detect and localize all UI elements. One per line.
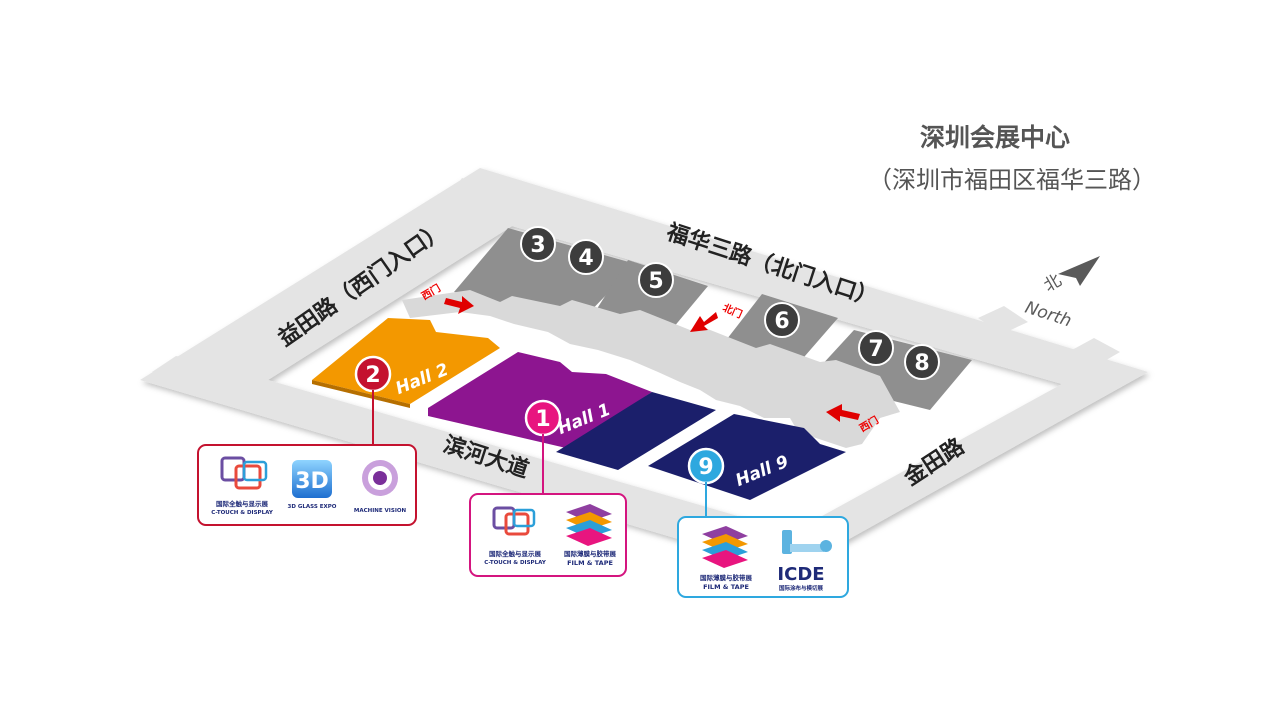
hall-5-number: 5	[648, 269, 663, 294]
venue-title: 深圳会展中心	[920, 123, 1071, 152]
hall-3-number: 3	[530, 233, 545, 258]
hall-7-badge[interactable]: 7	[858, 330, 894, 366]
hall-1-badge[interactable]: 1	[524, 399, 562, 437]
north-compass: 北 North	[1022, 256, 1100, 331]
machine-vision-logo: MACHINE VISION	[354, 460, 407, 514]
hall-2-badge[interactable]: 2	[354, 355, 392, 393]
film-tape-logo: 国际薄膜与胶带展 FILM & TAPE	[700, 526, 753, 591]
venue-address: （深圳市福田区福华三路）	[868, 166, 1156, 194]
compass-en: North	[1022, 298, 1073, 332]
road-stub-e	[1072, 338, 1120, 366]
film-tape-en: FILM & TAPE	[703, 583, 749, 591]
3d-glass-small: 3D GLASS EXPO	[288, 504, 337, 510]
film-tape-en: FILM & TAPE	[567, 559, 613, 567]
icde-logo: ICDE 国际涂布与模切展	[777, 530, 832, 592]
film-tape-cn: 国际薄膜与胶带展	[564, 549, 617, 558]
hall-9-number: 9	[698, 455, 713, 480]
machine-vision-label: MACHINE VISION	[354, 508, 407, 514]
hall-4-number: 4	[578, 246, 593, 271]
hall-3-badge[interactable]: 3	[520, 226, 556, 262]
hall-5-badge[interactable]: 5	[638, 262, 674, 298]
outer-road	[140, 168, 1148, 572]
c-touch-logo: 国际全触与显示展 C-TOUCH & DISPLAY	[211, 456, 274, 516]
hall-2-edge	[312, 380, 410, 408]
north-arrow-icon	[1058, 256, 1100, 286]
gate-arrow-icon	[690, 312, 718, 332]
c-touch-cn: 国际全触与显示展	[489, 549, 542, 558]
north-gate-label: 北门	[721, 301, 745, 321]
hall-9-exhibitors-callout[interactable]: 国际薄膜与胶带展 FILM & TAPE ICDE 国际涂布与模切展	[677, 516, 849, 598]
c-touch-logo: 国际全触与显示展 C-TOUCH & DISPLAY	[484, 506, 547, 566]
hall-2-number: 2	[365, 363, 380, 388]
hall-8-number: 8	[914, 351, 929, 376]
hall-4-badge[interactable]: 4	[568, 239, 604, 275]
film-tape-cn: 国际薄膜与胶带展	[700, 573, 753, 582]
road-stub-ne	[978, 306, 1028, 334]
gate-arrow-icon	[826, 404, 860, 422]
hall-8-badge[interactable]: 8	[904, 344, 940, 380]
3d-glass-big: 3D	[295, 469, 329, 494]
hall-7-number: 7	[868, 337, 883, 362]
hall-6-badge[interactable]: 6	[764, 302, 800, 338]
road-stub-w	[152, 356, 230, 380]
central-concourse	[402, 290, 900, 448]
c-touch-en: C-TOUCH & DISPLAY	[211, 510, 274, 516]
film-tape-logo: 国际薄膜与胶带展 FILM & TAPE	[564, 504, 617, 567]
hall-9-badge[interactable]: 9	[687, 447, 725, 485]
hall-1-dark	[556, 392, 716, 470]
icde-cn: 国际涂布与模切展	[779, 584, 824, 592]
gate-arrow-icon	[444, 296, 474, 314]
3d-glass-logo: 3D 3D GLASS EXPO	[288, 460, 337, 510]
hall-3-4-block	[454, 228, 636, 320]
icde-label: ICDE	[777, 564, 824, 585]
hall-1-exhibitors-callout[interactable]: 国际全触与显示展 C-TOUCH & DISPLAY 国际薄膜与胶带展 FILM…	[469, 493, 627, 577]
hall-2-exhibitors-callout[interactable]: 国际全触与显示展 C-TOUCH & DISPLAY 3D 3D GLASS E…	[197, 444, 417, 526]
c-touch-en: C-TOUCH & DISPLAY	[484, 560, 547, 566]
hall-1-number: 1	[535, 407, 550, 432]
c-touch-cn: 国际全触与显示展	[216, 499, 269, 508]
hall-6-number: 6	[774, 309, 789, 334]
road-stub-nw	[448, 178, 514, 212]
